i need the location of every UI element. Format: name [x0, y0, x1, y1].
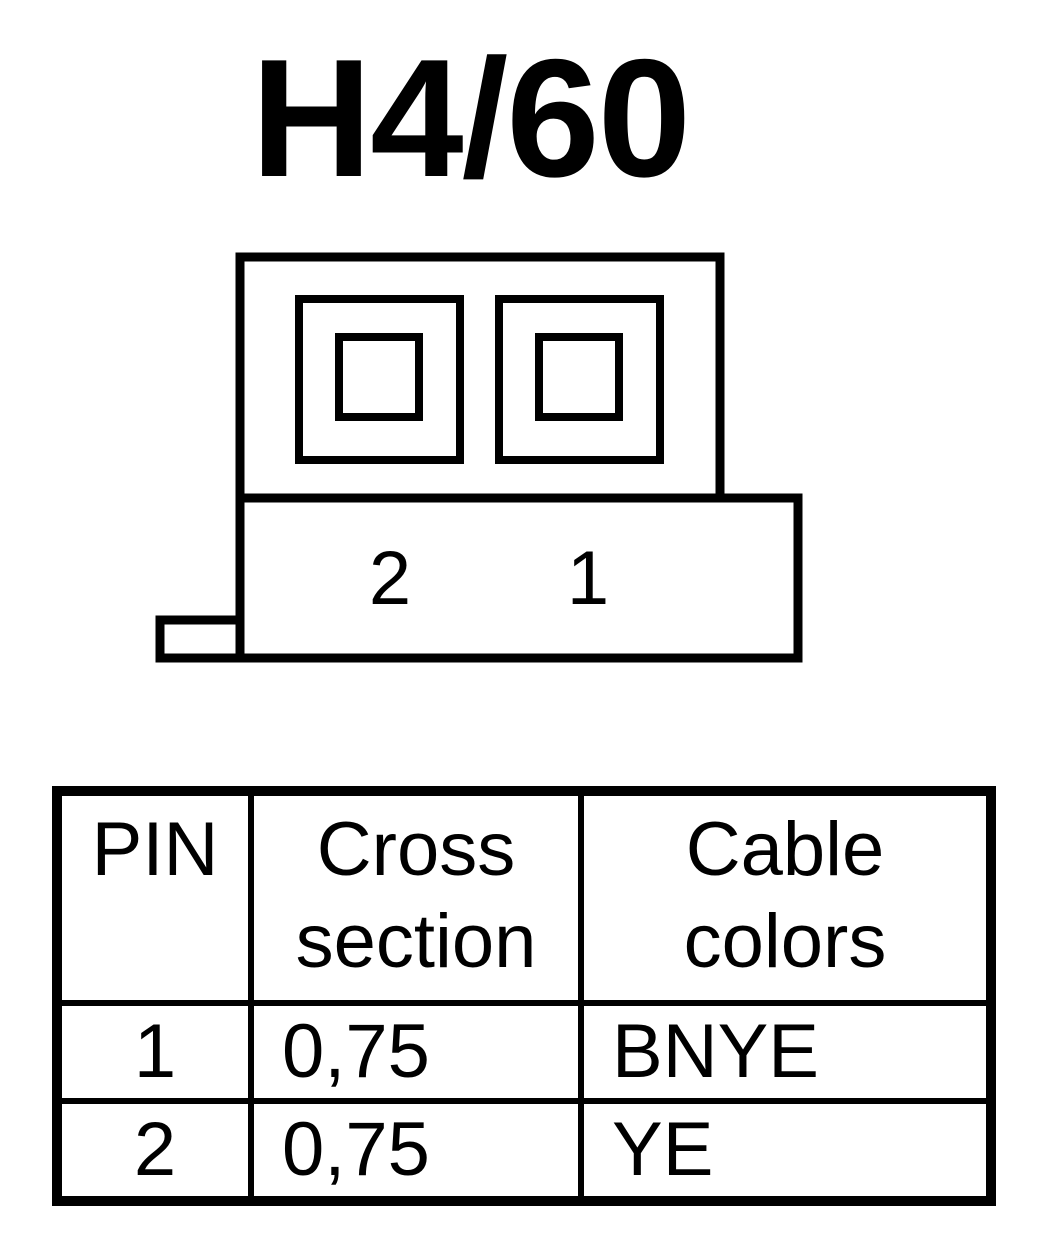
row-2-pin: 2: [54, 1098, 254, 1204]
row-1-pin: 1: [54, 1000, 254, 1104]
pin-assignment-table: PIN Cross section Cable colors 1 0,75 BN…: [52, 786, 996, 1206]
pin-cavity-2: [295, 295, 464, 464]
header-cross-section-line1: Cross: [316, 807, 516, 892]
header-pin: PIN: [54, 788, 254, 1006]
header-cable-colors-line2: colors: [683, 899, 887, 984]
table-row: 2 0,75 YE: [54, 1098, 994, 1204]
header-cable-colors: Cable colors: [578, 788, 994, 1006]
connector-housing-base: [235, 493, 803, 663]
connector-housing-top: [235, 252, 725, 498]
row-1-cross-section: 0,75: [248, 1000, 584, 1104]
row-1-cable-color: BNYE: [578, 1000, 994, 1104]
header-pin-label: PIN: [91, 807, 219, 892]
connector-latch-tab: [155, 615, 240, 663]
connector-title: H4/60: [250, 24, 691, 212]
pin-label-1: 1: [567, 536, 609, 621]
header-cross-section-line2: section: [295, 899, 537, 984]
row-2-cross-section: 0,75: [248, 1098, 584, 1204]
header-cable-colors-line1: Cable: [685, 807, 885, 892]
table-header-row: PIN Cross section Cable colors: [54, 788, 994, 1006]
table-row: 1 0,75 BNYE: [54, 1000, 994, 1104]
header-cross-section: Cross section: [248, 788, 584, 1006]
row-2-cable-color: YE: [578, 1098, 994, 1204]
pin-label-2: 2: [369, 536, 411, 621]
pin-cavity-1: [495, 295, 664, 464]
connector-diagram: 2 1: [155, 252, 803, 663]
